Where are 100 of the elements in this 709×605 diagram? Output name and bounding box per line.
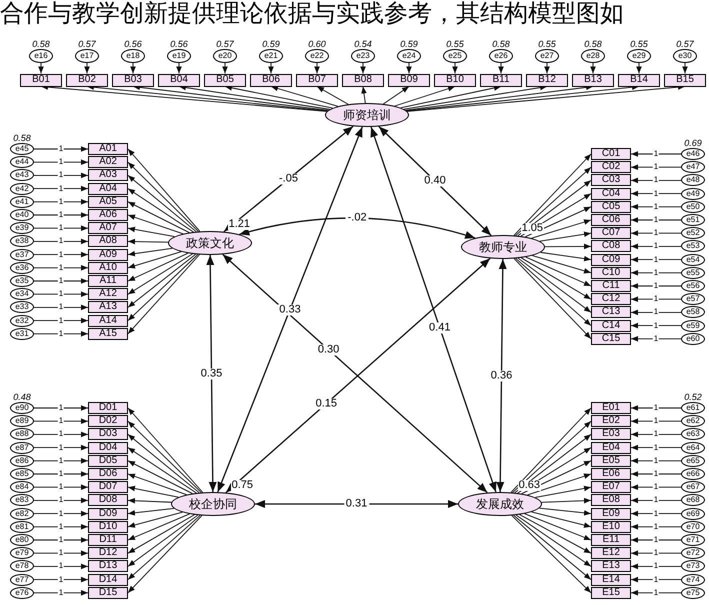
arrow: [370, 126, 497, 492]
edge-label: 0.35: [198, 368, 224, 379]
indicator-box: [88, 442, 128, 454]
node-label: C03: [602, 175, 620, 186]
arrow: [34, 498, 88, 504]
arrow: [128, 460, 193, 494]
arrow: [128, 514, 201, 580]
node-label: B07: [308, 75, 326, 85]
error-circle: [681, 188, 705, 200]
indicator-box: [526, 74, 568, 86]
arrow: [517, 180, 592, 236]
arrow: [378, 126, 492, 236]
edge-label: 1: [58, 303, 64, 312]
node-label: D07: [98, 482, 118, 492]
arrow: [406, 62, 412, 74]
arrow: [404, 84, 594, 111]
indicator-box: [591, 494, 631, 506]
indicator-box: [591, 200, 631, 213]
arrow: [540, 252, 592, 262]
arrow: [452, 62, 458, 74]
variance-value: 0.69: [684, 139, 702, 148]
edge-label: 1: [652, 295, 660, 304]
indicator-box: [591, 428, 631, 440]
node-label: B09: [400, 75, 418, 85]
node-label: C14: [602, 320, 620, 331]
edge-label: 1: [58, 264, 64, 272]
node-label: e86: [15, 456, 29, 465]
error-circle: [681, 534, 705, 546]
edge-label: 1: [652, 444, 660, 452]
edge-label: -.05: [277, 174, 300, 184]
node-label: B12: [538, 75, 556, 85]
arrow: [34, 186, 88, 192]
arrow: [382, 86, 410, 104]
arrow: [40, 84, 328, 112]
arrow: [630, 244, 682, 250]
edge-label: 1: [652, 470, 660, 478]
indicator-box: [88, 169, 128, 182]
node-label: B02: [78, 75, 96, 85]
variance-value: 0.48: [13, 393, 31, 402]
edge-label: 1: [652, 322, 660, 330]
edge-label: 1: [652, 496, 660, 504]
indicator-box: [591, 293, 631, 306]
error-circle: [681, 306, 705, 318]
indicator-box: [591, 214, 631, 226]
node-label: C15: [602, 334, 620, 344]
arrow: [630, 283, 682, 289]
arrow: [630, 310, 682, 316]
arrow: [128, 514, 190, 540]
indicator-box: [88, 143, 128, 155]
variance-value: 0.58: [13, 134, 31, 143]
edge-label: 1: [58, 444, 64, 452]
node-label: E12: [602, 548, 620, 558]
edge-label: 1: [652, 588, 660, 597]
node-label: e23: [356, 52, 370, 60]
node-label: E09: [602, 508, 620, 519]
error-circle: [10, 328, 34, 340]
edge-label: 1: [58, 483, 64, 492]
arrow: [128, 474, 188, 496]
text-fragment: 合作与教学创新提供理论依据与实践参考，其结构模型图如: [0, 0, 624, 26]
edge-label: 0.40: [422, 176, 448, 186]
arrow: [636, 62, 642, 74]
indicator-box: [88, 262, 128, 274]
node-label: e76: [15, 588, 29, 597]
edge-label: 1: [652, 510, 660, 518]
indicator-box: [572, 74, 614, 86]
arrow: [34, 199, 88, 205]
node-label: B14: [630, 75, 648, 85]
node-label: E10: [602, 522, 620, 532]
arrow: [34, 590, 88, 596]
indicator-box: [250, 74, 292, 86]
node-label: e49: [686, 190, 700, 198]
arrow: [630, 444, 682, 450]
node-label: e77: [15, 576, 29, 584]
error-circle: [681, 454, 705, 467]
error-circle: [10, 468, 34, 480]
arrow: [128, 162, 199, 232]
variance-value: 0.75: [230, 480, 254, 491]
node-label: e59: [686, 322, 700, 330]
node-label: e31: [15, 330, 29, 338]
error-circle: [681, 481, 705, 494]
error-circle: [681, 174, 705, 186]
edge-label: 0.36: [488, 370, 514, 381]
node-label: e74: [686, 576, 700, 584]
variance-value: 0.57: [676, 40, 694, 49]
indicator-box: [591, 174, 631, 186]
indicator-box: [88, 235, 128, 248]
node-label: D10: [98, 522, 118, 532]
indicator-box: [591, 468, 631, 480]
indicator-box: [88, 328, 128, 340]
node-label: e87: [15, 444, 29, 452]
arrow: [630, 322, 682, 328]
indicator-box: [591, 574, 631, 586]
edge-label: 1: [652, 417, 660, 426]
arrow: [514, 434, 592, 494]
arrow: [630, 164, 682, 170]
indicator-box: [88, 196, 128, 208]
node-label: A07: [99, 223, 117, 234]
node-label: 发展成效: [476, 498, 524, 510]
indicator-box: [591, 586, 631, 599]
node-label: e45: [15, 145, 29, 153]
